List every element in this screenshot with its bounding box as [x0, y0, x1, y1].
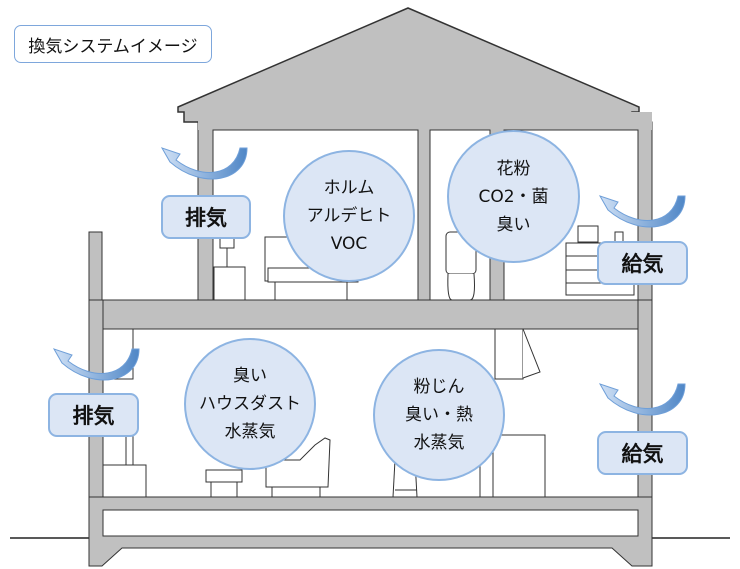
supply-label-upper: 給気 — [597, 241, 688, 285]
side-table — [205, 469, 243, 497]
pollutant-bubble-lower-right: 粉じん 臭い・熱 水蒸気 — [373, 349, 505, 481]
bubble-line: 水蒸気 — [413, 433, 465, 453]
exhaust-arrow-upper — [160, 147, 248, 180]
diagram-title: 換気システムイメージ — [14, 25, 212, 63]
crawl-space — [102, 509, 639, 537]
tv-stand — [102, 434, 147, 498]
range-hood — [494, 328, 541, 380]
exhaust-label-upper: 排気 — [161, 195, 251, 239]
upper-wall-middle — [417, 121, 431, 301]
upper-ceiling — [198, 112, 652, 130]
kitchen-counter — [492, 434, 546, 498]
bubble-line: 粉じん — [413, 377, 465, 397]
roof — [177, 7, 640, 123]
exhaust-arrow-lower — [52, 348, 140, 381]
pollutant-bubble-upper-right: 花粉 CO2・菌 臭い — [447, 130, 580, 263]
pollutant-bubble-lower-left: 臭い ハウスダスト 水蒸気 — [184, 338, 316, 470]
supply-arrow-upper — [598, 195, 686, 228]
middle-floor-slab — [88, 299, 653, 331]
bubble-line: 水蒸気 — [224, 422, 276, 442]
armchair — [265, 437, 331, 497]
bubble-line: 臭い・熱 — [405, 405, 473, 425]
exhaust-label-lower: 排気 — [48, 393, 139, 437]
pollutant-bubble-upper-left: ホルム アルデヒト VOC — [283, 150, 415, 282]
room-lower — [102, 328, 639, 498]
supply-label-lower: 給気 — [597, 431, 688, 475]
bubble-line: ハウスダスト — [199, 394, 301, 414]
bubble-line: ホルム — [323, 178, 375, 198]
nightstand — [213, 237, 246, 301]
bubble-line: 臭い — [496, 214, 531, 235]
bubble-line: CO2・菌 — [478, 186, 549, 207]
supply-arrow-lower — [598, 383, 686, 416]
bubble-line: 花粉 — [496, 158, 531, 179]
bubble-line: 臭い — [233, 366, 267, 386]
bubble-line: アルデヒト — [306, 206, 392, 226]
bubble-line: VOC — [330, 234, 368, 254]
